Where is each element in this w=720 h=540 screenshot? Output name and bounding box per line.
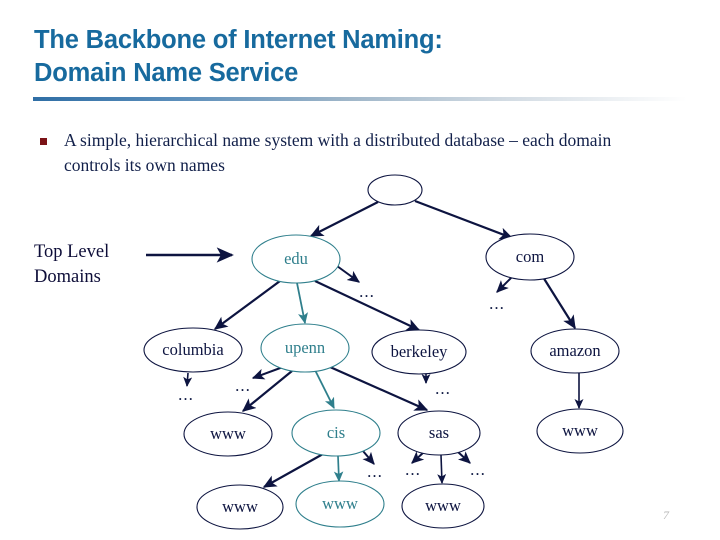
tree-node-www-cis[interactable]: www	[295, 480, 385, 528]
tree-node-com[interactable]: com	[485, 233, 575, 281]
ellipsis-dots-brk: ...	[435, 379, 451, 398]
tree-node-columbia[interactable]: columbia	[143, 327, 243, 373]
node-label-com: com	[516, 247, 545, 266]
tree-edge-root-to-com	[414, 199, 514, 240]
tree-edge-cis-to-www-cis	[333, 455, 344, 483]
tree-edge-root-to-edu	[309, 201, 379, 237]
tree-edge-edu-to-dots-edu	[336, 265, 360, 283]
tree-node-cis[interactable]: cis	[291, 409, 381, 457]
tree-edge-sas-to-dots-sas2	[457, 451, 471, 464]
ellipsis-dots-sas2: ...	[470, 460, 486, 479]
tree-edges-layer	[183, 199, 584, 488]
node-label-sas: sas	[429, 423, 449, 442]
tree-node-berkeley[interactable]: berkeley	[371, 329, 467, 375]
tree-edge-edu-to-berkeley	[314, 280, 421, 331]
tree-edge-com-to-dots-com	[496, 274, 515, 293]
node-label-columbia: columbia	[162, 340, 224, 359]
title-divider	[33, 97, 687, 101]
tree-node-edu[interactable]: edu	[251, 234, 341, 284]
ellipsis-dots-edu: ...	[359, 282, 375, 301]
node-label-www-cis: www	[322, 494, 358, 513]
page-title: The Backbone of Internet Naming: Domain …	[34, 26, 443, 87]
node-ellipse	[485, 233, 575, 281]
node-label-upenn: upenn	[285, 338, 325, 357]
tree-edge-upenn-to-www-col	[241, 370, 293, 412]
tree-edge-columbia-to-dots-col	[183, 372, 193, 387]
tree-edge-edu-to-upenn	[296, 282, 308, 325]
node-label-edu: edu	[284, 249, 308, 268]
tree-edge-sas-to-dots-sas1	[411, 451, 425, 464]
node-ellipse	[196, 484, 284, 530]
tree-edge-edu-to-columbia	[213, 280, 281, 330]
node-ellipse	[367, 174, 423, 206]
tree-nodes-layer: edu com columbia upenn berkeley amazon www cis s…	[143, 174, 624, 530]
tree-node-upenn[interactable]: upenn	[260, 323, 350, 373]
title-block: The Backbone of Internet Naming: Domain …	[34, 24, 674, 89]
node-label-www-amz: www	[562, 421, 598, 440]
bullet-item: A simple, hierarchical name system with …	[40, 128, 660, 178]
node-label-www-upenn: www	[222, 497, 258, 516]
node-label-www-sas: www	[425, 496, 461, 515]
node-ellipse	[295, 480, 385, 528]
node-ellipse	[260, 323, 350, 373]
bullet-text: A simple, hierarchical name system with …	[64, 130, 612, 175]
tree-node-www-sas[interactable]: www	[401, 483, 485, 529]
tree-edge-cis-to-www-upenn	[262, 453, 324, 488]
ellipsis-dots-up: ...	[235, 376, 251, 395]
node-ellipse	[371, 329, 467, 375]
ellipsis-dots-sas1: ...	[405, 460, 421, 479]
ellipsis-dots-cis: ...	[367, 462, 383, 481]
node-ellipse	[291, 409, 381, 457]
square-bullet-icon	[40, 138, 47, 145]
node-ellipse	[530, 328, 620, 374]
ellipsis-dots-col: ...	[178, 385, 194, 404]
tree-edge-cis-to-dots-cis	[362, 450, 375, 465]
tree-node-www-col[interactable]: www	[183, 411, 273, 457]
tree-node-www-amz[interactable]: www	[536, 408, 624, 454]
ellipsis-dots-com: ...	[489, 294, 505, 313]
tree-edge-sas-to-www-sas	[437, 454, 447, 484]
node-label-amazon: amazon	[549, 341, 600, 360]
tree-ellipsis-layer: ........................	[178, 282, 505, 481]
node-ellipse	[143, 327, 243, 373]
node-ellipse	[397, 410, 481, 456]
node-ellipse	[536, 408, 624, 454]
top-level-domains-label: Top Level Domains	[34, 242, 110, 287]
node-ellipse	[401, 483, 485, 529]
node-ellipse	[251, 234, 341, 284]
tree-edge-upenn-to-sas	[329, 365, 429, 412]
page-number: 7	[663, 508, 669, 522]
node-ellipse	[183, 411, 273, 457]
tree-edge-upenn-to-dots-up	[251, 366, 284, 380]
node-label-berkeley: berkeley	[391, 342, 449, 361]
tree-node-sas[interactable]: sas	[397, 410, 481, 456]
tree-node-root[interactable]	[367, 174, 423, 206]
node-label-cis: cis	[327, 423, 345, 442]
tree-node-amazon[interactable]: amazon	[530, 328, 620, 374]
tree-edge-upenn-to-cis	[314, 369, 335, 409]
tree-node-www-upenn[interactable]: www	[196, 484, 284, 530]
tree-edge-com-to-amazon	[542, 276, 576, 330]
node-label-www-col: www	[210, 424, 246, 443]
